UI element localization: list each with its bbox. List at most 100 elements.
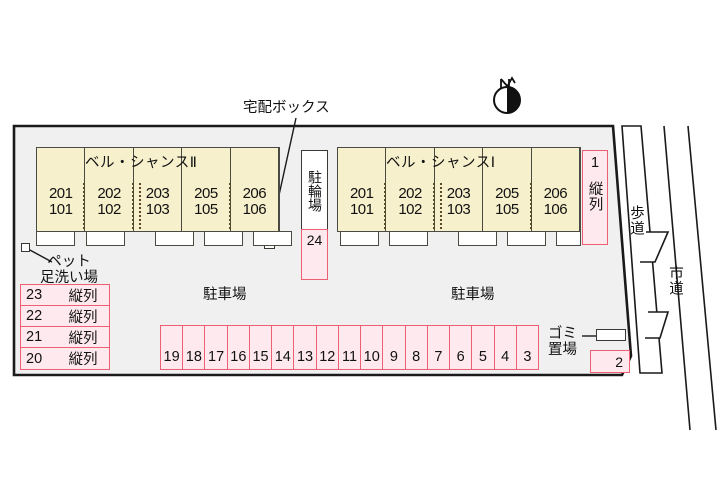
unit-lower-number: 105 <box>495 201 519 218</box>
parking-stall-9[interactable]: 9 <box>383 326 406 369</box>
city-road-label: 市道 <box>667 265 683 296</box>
building-bell-chance-2: 201 101 202 102 203 103 205 105 <box>36 147 280 232</box>
unit-divider-dotted <box>138 183 141 229</box>
garbage-area-label: ゴミ 置場 <box>548 326 577 358</box>
stall-number: 22 <box>26 308 43 324</box>
unit-203-103: 203 103 <box>435 148 484 231</box>
building-name-label: ベル・シャンスⅠ <box>386 155 496 171</box>
stall-list-item[interactable]: 21 縦列 <box>21 327 109 348</box>
parking-stall-8[interactable]: 8 <box>406 326 428 369</box>
parking-stall-2[interactable]: 2 <box>590 350 630 373</box>
bicycle-parking-box: 駐輪場 <box>301 150 328 232</box>
unit-lower-number: 103 <box>446 201 471 218</box>
parking-stall-6[interactable]: 6 <box>450 326 473 369</box>
stall-number: 16 <box>230 349 247 365</box>
parking-stall-12[interactable]: 12 <box>317 326 339 369</box>
unit-porch <box>253 231 292 246</box>
parking-stall-17[interactable]: 17 <box>205 326 228 369</box>
parking-stall-3[interactable]: 3 <box>517 326 538 369</box>
stall-number: 13 <box>296 349 314 365</box>
stall-number: 12 <box>319 349 336 365</box>
unit-porch <box>86 231 125 246</box>
unit-upper-number: 202 <box>398 185 422 202</box>
stall-type: 縦列 <box>68 330 98 347</box>
parking-stall-18[interactable]: 18 <box>183 326 206 369</box>
unit-upper-number: 203 <box>446 185 471 202</box>
unit-upper-number: 203 <box>145 185 170 202</box>
pet-wash-line1: ペット <box>47 254 91 270</box>
stall-number: 7 <box>434 349 443 365</box>
garbage-area-box <box>596 329 626 341</box>
stall-list-item[interactable]: 23 縦列 <box>21 285 109 306</box>
unit-201-101: 201 101 <box>37 148 86 231</box>
stall-number: 3 <box>523 349 532 365</box>
parking-stall-15[interactable]: 15 <box>250 326 273 369</box>
stall-number: 9 <box>389 349 398 365</box>
unit-lower-number: 102 <box>97 201 121 218</box>
stall-number: 24 <box>306 232 323 248</box>
parking-stall-1[interactable]: 1 縦列 <box>582 150 608 245</box>
parking-stall-24[interactable]: 24 <box>301 229 328 280</box>
unit-divider-dotted <box>131 183 134 229</box>
parking-stall-11[interactable]: 11 <box>339 326 362 369</box>
stall-number: 2 <box>615 353 623 370</box>
unit-porch <box>556 231 581 246</box>
unit-lower-number: 102 <box>398 201 422 218</box>
parking-stall-16[interactable]: 16 <box>228 326 250 369</box>
city-road-far-edge <box>687 125 717 431</box>
compass-rose <box>493 76 521 114</box>
parking-stall-14[interactable]: 14 <box>272 326 295 369</box>
parking-stall-10[interactable]: 10 <box>361 326 384 369</box>
delivery-box-label: 宅配ボックス <box>243 100 330 116</box>
unit-upper-number: 201 <box>349 185 374 202</box>
parking-stall-list-left[interactable]: 23 縦列 22 縦列 21 縦列 20 縦列 <box>20 284 110 370</box>
stall-number: 17 <box>208 349 225 365</box>
stall-number: 1 <box>590 155 600 171</box>
unit-201-101: 201 101 <box>338 148 387 231</box>
stall-type: 縦列 <box>586 181 603 212</box>
unit-divider-dotted <box>529 183 532 229</box>
unit-divider-dotted <box>83 183 86 229</box>
unit-upper-number: 206 <box>242 185 267 202</box>
unit-porch <box>507 231 546 246</box>
garbage-line1: ゴミ <box>548 326 577 342</box>
unit-206-106: 206 106 <box>231 148 280 231</box>
parking-stall-13[interactable]: 13 <box>294 326 317 369</box>
unit-divider-dotted <box>228 183 231 229</box>
unit-porch <box>458 231 497 246</box>
sidewalk-curb-break <box>640 231 670 263</box>
city-road-near-edge <box>663 125 691 431</box>
stall-type: 縦列 <box>68 309 98 326</box>
unit-upper-number: 205 <box>194 185 218 202</box>
unit-upper-number: 206 <box>543 185 568 202</box>
unit-205-105: 205 105 <box>483 148 532 231</box>
unit-203-103: 203 103 <box>134 148 183 231</box>
stall-type: 縦列 <box>68 288 98 305</box>
unit-lower-number: 101 <box>48 201 73 218</box>
unit-205-105: 205 105 <box>182 148 231 231</box>
stall-number: 19 <box>163 349 180 365</box>
parking-area-label-left: 駐車場 <box>203 287 247 303</box>
unit-porch <box>340 231 379 246</box>
unit-porch <box>155 231 194 246</box>
stall-number: 4 <box>501 349 510 365</box>
stall-number: 15 <box>252 349 269 365</box>
unit-202-102: 202 102 <box>386 148 435 231</box>
unit-206-106: 206 106 <box>532 148 581 231</box>
pet-wash-leader <box>27 248 53 263</box>
stall-list-item[interactable]: 20 縦列 <box>21 348 109 369</box>
parking-stall-19[interactable]: 19 <box>161 326 184 369</box>
parking-stall-5[interactable]: 5 <box>472 326 495 369</box>
sidewalk-curb-break-2 <box>645 311 670 339</box>
parking-stall-7[interactable]: 7 <box>428 326 451 369</box>
parking-stall-4[interactable]: 4 <box>495 326 517 369</box>
unit-upper-number: 201 <box>48 185 73 202</box>
stall-number: 8 <box>412 349 421 365</box>
stall-list-item[interactable]: 22 縦列 <box>21 306 109 327</box>
stall-number: 11 <box>341 349 358 365</box>
building-name-label: ベル・シャンスⅡ <box>85 155 198 171</box>
stall-number: 5 <box>478 349 487 365</box>
stall-number: 6 <box>456 349 465 365</box>
